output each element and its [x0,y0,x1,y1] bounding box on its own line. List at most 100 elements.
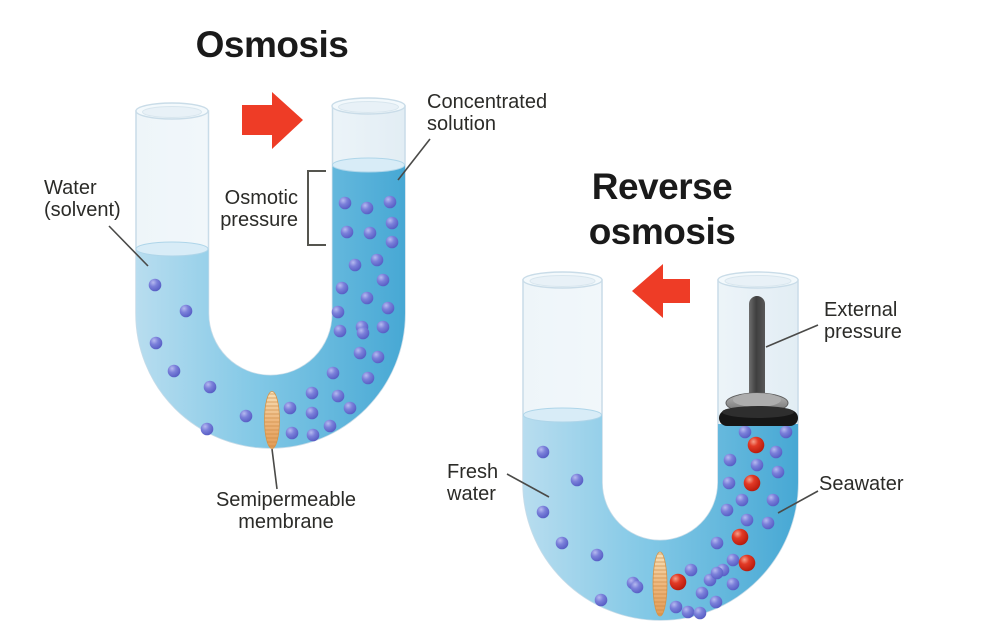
osmosis-right-tube-rim [331,97,406,115]
particle-dot [167,364,181,378]
particle-dot [570,473,584,487]
ro-seawater-particles [669,425,793,620]
particle-dot [283,401,297,415]
fresh-water-label: Fresh water [447,461,499,506]
particle-dot [590,548,604,562]
particle-dot [722,476,736,490]
particle-dot [363,226,377,240]
osmosis-water [136,165,405,448]
flow-arrow-left-icon [632,264,690,318]
particle-dot [383,195,397,209]
piston [719,296,798,426]
semipermeable-membrane-right [652,551,668,617]
particle-dot [360,291,374,305]
piston-plunger-top [733,393,781,407]
semipermeable-membrane-label: Semipermeable membrane [215,489,357,534]
particle-dot [726,577,740,591]
particle-dot [735,493,749,507]
particle-dot [738,554,756,572]
particle-dot [723,453,737,467]
particle-dot [771,465,785,479]
ro-left-tube-rim [522,271,603,289]
particle-dot [750,458,764,472]
reverse-osmosis-figure [506,264,819,621]
osmosis-left-tube-rim [135,102,209,120]
particle-dot [326,366,340,380]
particle-dot [305,406,319,420]
osmosis-title: Osmosis [195,24,349,65]
osmotic-pressure-bracket [307,170,326,246]
external-pressure-pointer-line [765,324,819,348]
particle-dot [669,600,683,614]
water-solvent-label: Water (solvent) [44,177,121,222]
particle-dot [769,445,783,459]
particle-dot [385,235,399,249]
particle-dot [555,536,569,550]
particle-dot [740,513,754,527]
particle-dot [630,580,644,594]
particle-dot [371,350,385,364]
particle-dot [340,225,354,239]
seawater-label: Seawater [819,473,904,495]
flow-arrow-right-icon [242,92,303,149]
particle-dot [594,593,608,607]
particle-dot [333,324,347,338]
ro-fresh-water-surface [523,407,602,423]
particle-dot [747,436,765,454]
ro-salt-particles [669,436,765,591]
particle-dot [720,503,734,517]
particle-dot [306,428,320,442]
ro-right-tube-rim [717,271,799,289]
osmosis-right-arm-particles [283,195,399,442]
particle-dot [536,505,550,519]
osmotic-pressure-label: Osmotic pressure [220,187,298,232]
particle-dot [376,320,390,334]
particle-dot [239,409,253,423]
concentrated-solution-label: Concentrated solution [427,91,548,136]
osmosis-right-water-surface [332,157,405,173]
concentrated-solution-pointer-line [397,138,431,181]
particle-dot [356,326,370,340]
particle-dot [323,419,337,433]
particle-dot [361,371,375,385]
particle-dot [779,425,793,439]
particle-dot [335,281,349,295]
particle-dot [305,386,319,400]
particle-dot [381,301,395,315]
particle-dot [738,425,752,439]
particle-dot [343,401,357,415]
particle-dot [669,573,687,591]
semipermeable-membrane-pointer-line [271,448,278,490]
particle-dot [710,566,724,580]
reverse-osmosis-title: Reverse osmosis [588,166,736,253]
particle-dot [331,389,345,403]
particle-dot [693,606,707,620]
particle-dot [731,528,749,546]
particle-dot [766,493,780,507]
particle-dot [726,553,740,567]
osmosis-left-water-surface [135,241,209,257]
particle-dot [348,258,362,272]
particle-dot [149,336,163,350]
ro-fresh-water-particles [536,445,644,607]
particle-dot [681,605,695,619]
particle-dot [743,474,761,492]
particle-dot [376,273,390,287]
particle-dot [385,216,399,230]
particle-dot [331,305,345,319]
particle-dot [285,426,299,440]
semipermeable-membrane-left [264,391,280,449]
particle-dot [148,278,162,292]
particle-dot [695,586,709,600]
fresh-water-pointer-line [506,473,550,498]
water-solvent-pointer-line [108,225,149,267]
particle-dot [709,595,723,609]
particle-dot [370,253,384,267]
osmosis-figure [108,92,431,490]
particle-dot [203,380,217,394]
external-pressure-label: External pressure [824,299,902,344]
particle-dot [761,516,775,530]
particle-dot [200,422,214,436]
